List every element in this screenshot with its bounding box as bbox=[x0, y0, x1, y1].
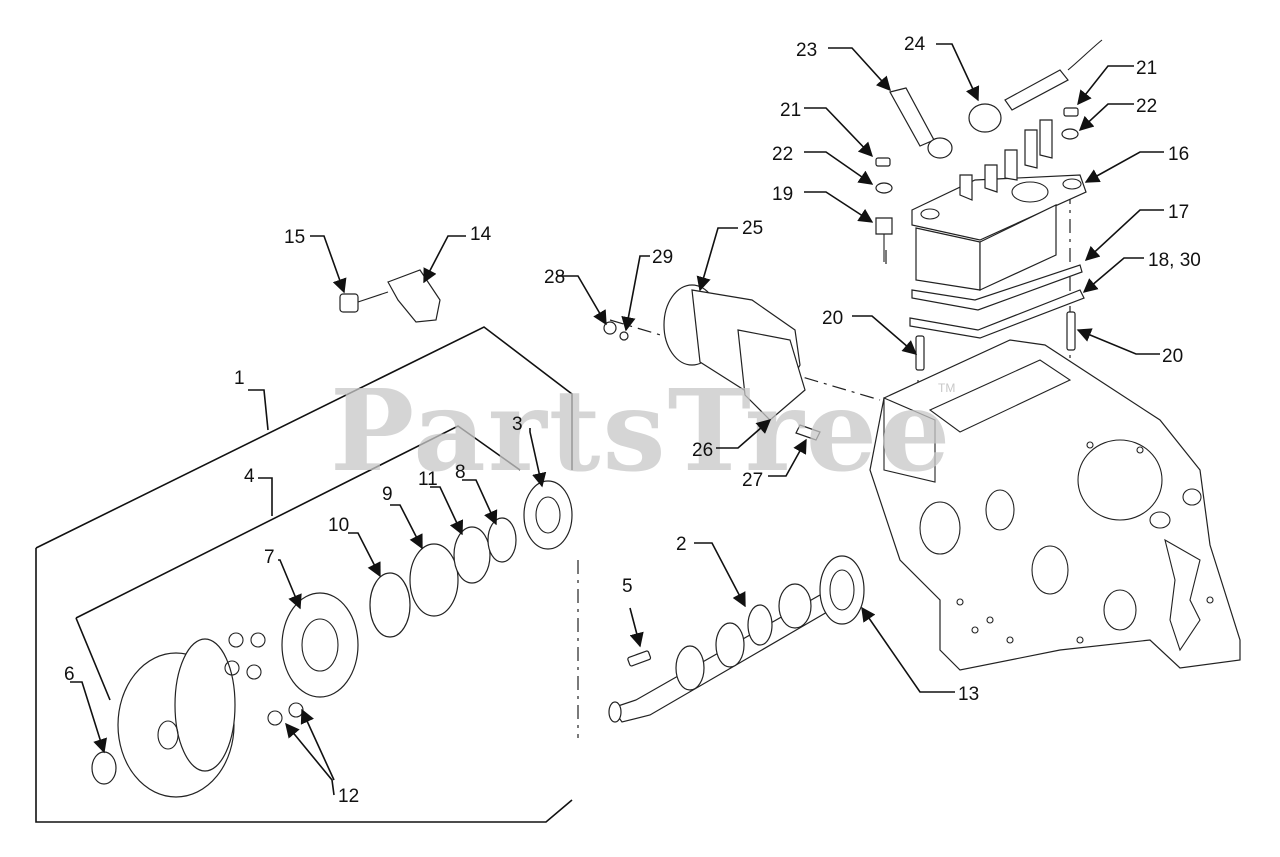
callout-28: 28 bbox=[544, 267, 565, 288]
callout-20-left: 20 bbox=[822, 308, 843, 329]
callout-14: 14 bbox=[470, 224, 492, 245]
camshaft bbox=[608, 583, 836, 723]
callout-17: 17 bbox=[1168, 202, 1189, 223]
watermark: PartsTree bbox=[330, 366, 952, 497]
callout-23: 23 bbox=[796, 40, 817, 61]
callout-18-30: 18, 30 bbox=[1148, 250, 1201, 271]
callout-21-left: 21 bbox=[780, 100, 801, 121]
callout-13: 13 bbox=[958, 684, 979, 705]
callout-22-right: 22 bbox=[1136, 96, 1157, 117]
callout-9: 9 bbox=[382, 484, 393, 505]
callout-7: 7 bbox=[264, 547, 275, 568]
callout-20-right: 20 bbox=[1162, 346, 1183, 367]
watermark-trademark: TM bbox=[938, 381, 955, 395]
callout-21-right: 21 bbox=[1136, 58, 1157, 79]
callout-26: 26 bbox=[692, 440, 713, 461]
callout-10: 10 bbox=[328, 515, 349, 536]
injection-pump bbox=[909, 119, 1087, 339]
callout-11: 11 bbox=[418, 469, 438, 490]
callout-12: 12 bbox=[338, 786, 359, 807]
centerline-governor bbox=[609, 319, 881, 401]
leader-lines bbox=[70, 43, 1164, 796]
fuel-fittings bbox=[889, 39, 1103, 159]
callout-27: 27 bbox=[742, 470, 763, 491]
callout-24: 24 bbox=[904, 34, 926, 55]
callout-25: 25 bbox=[742, 218, 763, 239]
callout-8: 8 bbox=[455, 462, 466, 483]
callout-6: 6 bbox=[64, 664, 75, 685]
callout-3: 3 bbox=[512, 414, 523, 435]
assembly-bracket-4 bbox=[75, 425, 521, 701]
callout-1: 1 bbox=[234, 368, 245, 389]
callout-4: 4 bbox=[244, 466, 255, 487]
engine-block bbox=[869, 339, 1241, 671]
callout-2: 2 bbox=[676, 534, 687, 555]
callout-15: 15 bbox=[284, 227, 305, 248]
assembly-bracket-1 bbox=[35, 326, 573, 823]
bearing-13 bbox=[819, 555, 865, 625]
callout-5: 5 bbox=[622, 576, 633, 597]
lever-assembly bbox=[339, 269, 441, 323]
callout-29: 29 bbox=[652, 247, 673, 268]
governor-housing bbox=[603, 284, 821, 441]
fasteners-pump bbox=[875, 107, 1079, 371]
callout-22-left: 22 bbox=[772, 144, 793, 165]
callout-16: 16 bbox=[1168, 144, 1189, 165]
callout-19: 19 bbox=[772, 184, 793, 205]
